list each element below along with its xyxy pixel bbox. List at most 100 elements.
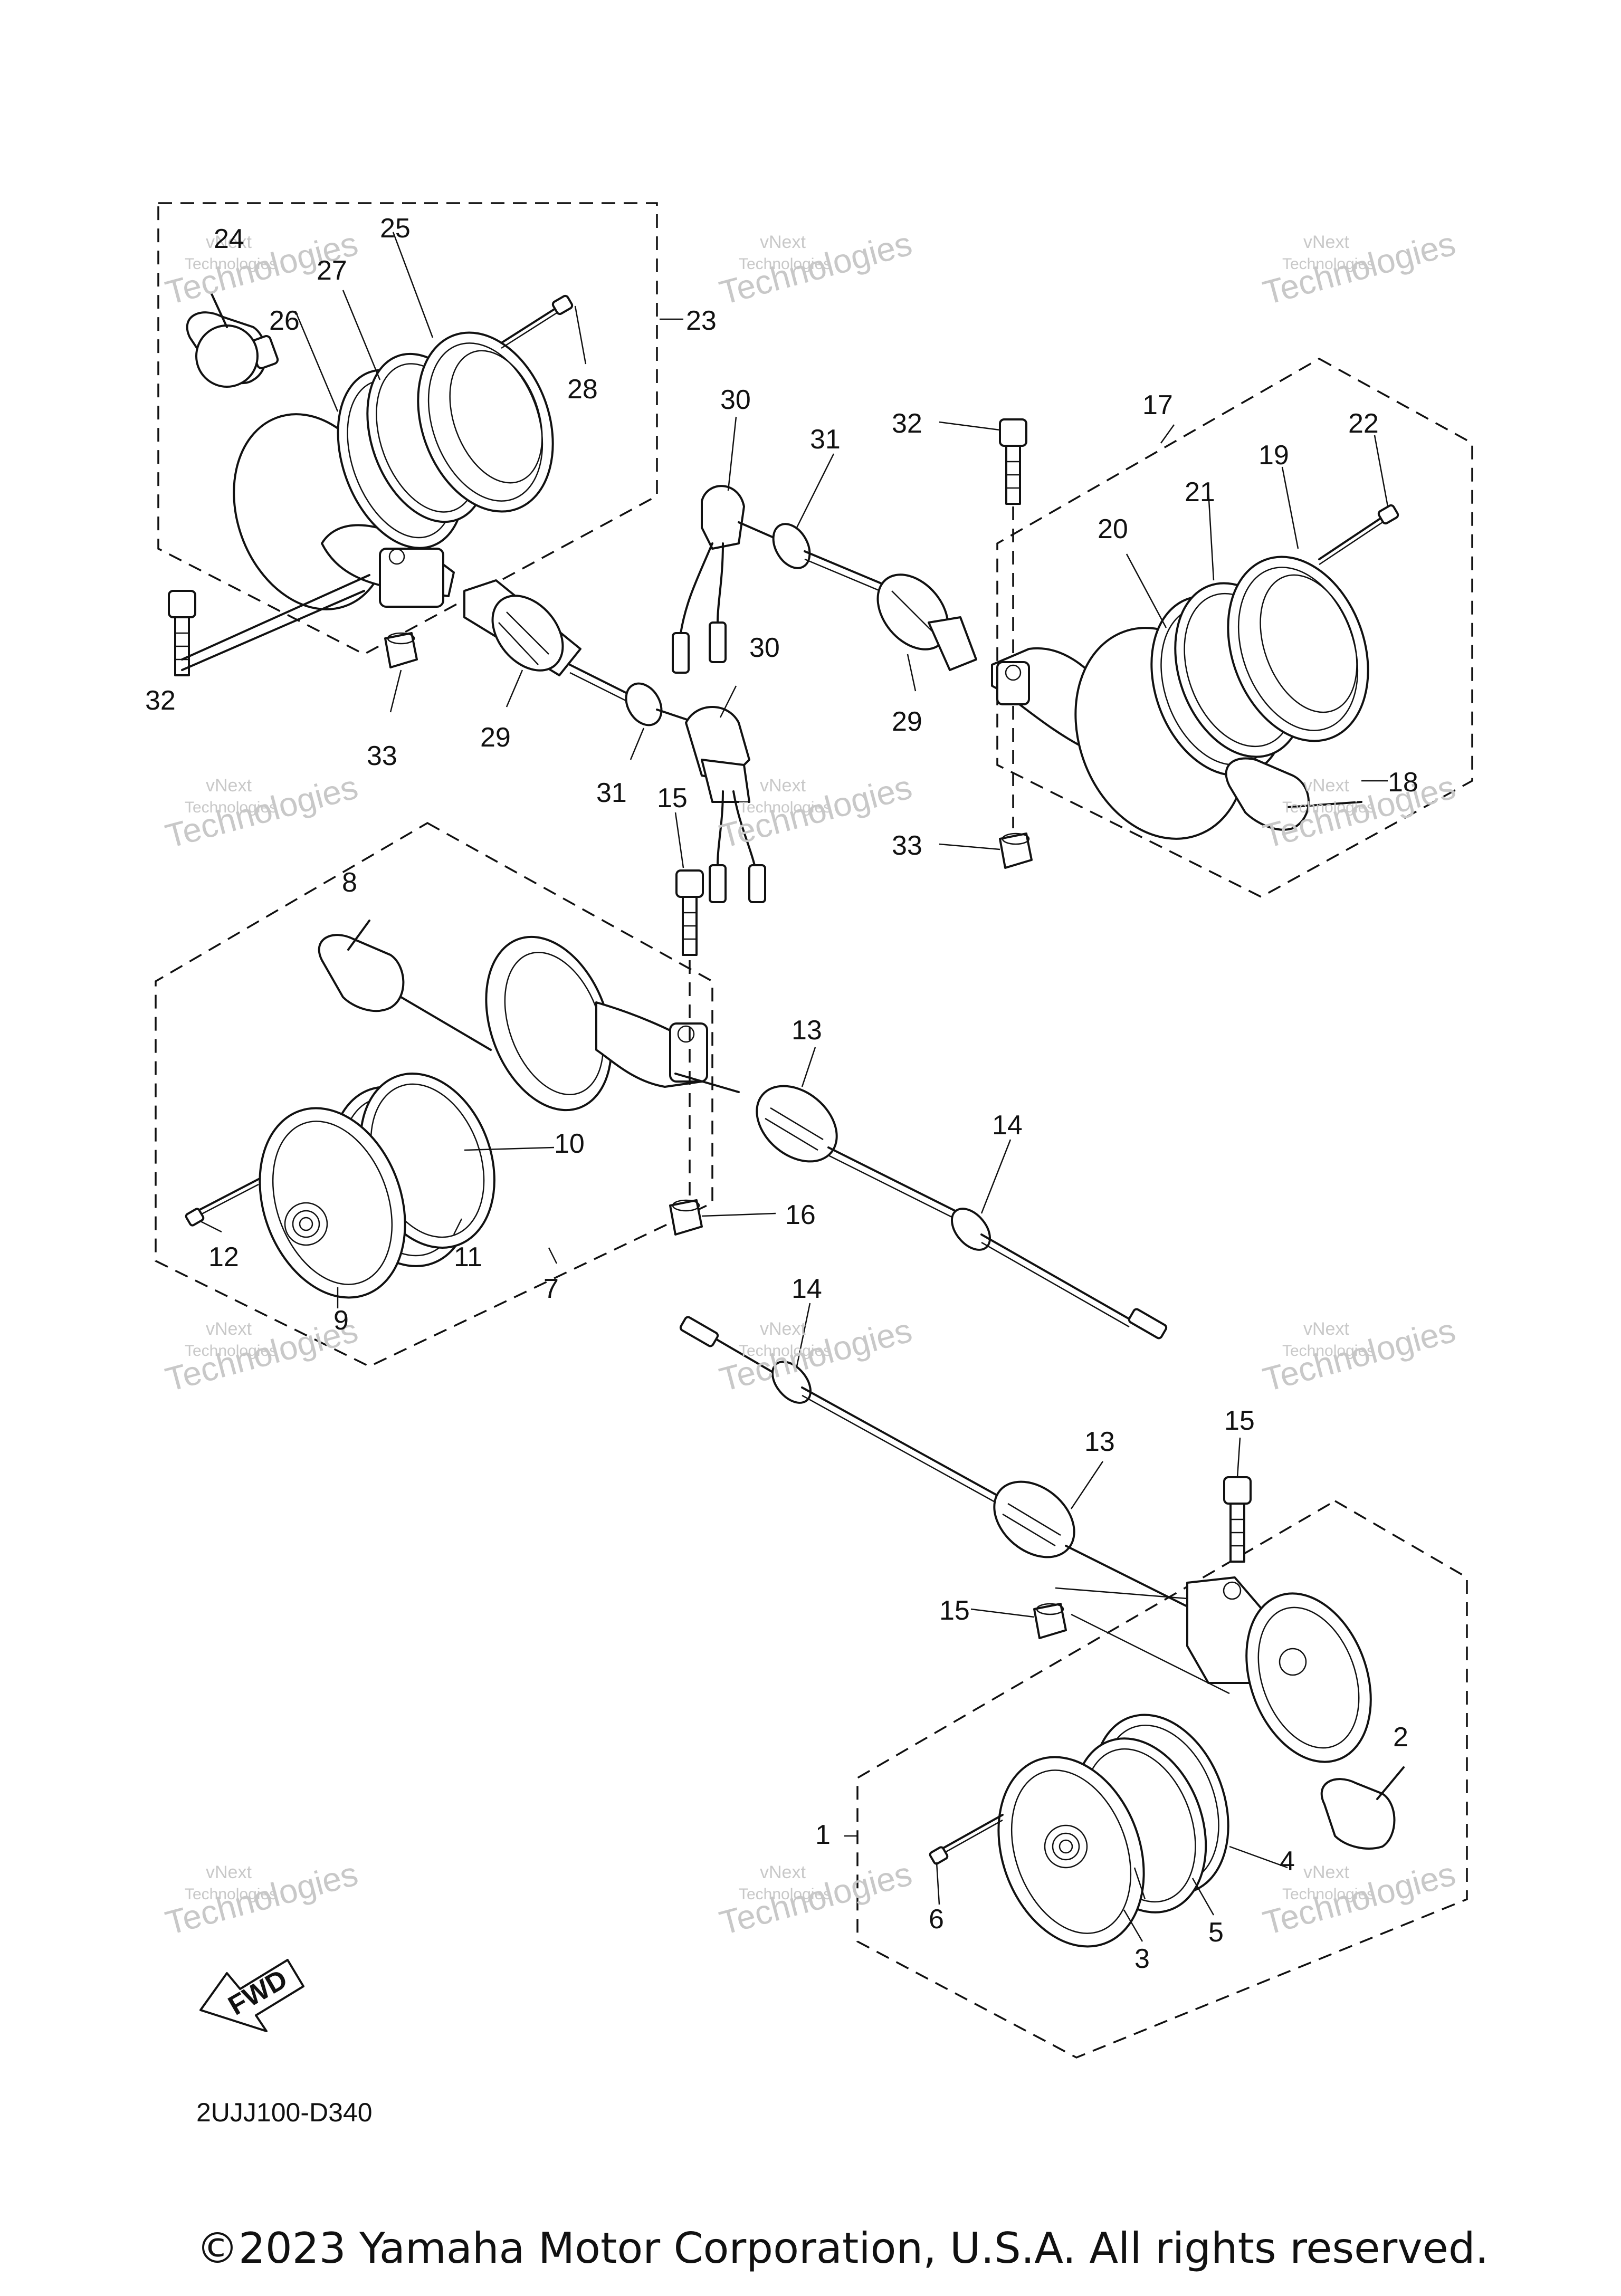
callout: 20 — [1098, 514, 1128, 544]
svg-text:Technologies: Technologies — [185, 799, 277, 816]
bulb-18 — [1286, 801, 1362, 808]
callouts: 1 2 3 4 5 6 7 8 9 10 11 12 13 13 14 14 1… — [145, 213, 1418, 1974]
bulb-2 — [1376, 1766, 1405, 1800]
svg-text:Technologies: Technologies — [185, 1886, 277, 1903]
socket-29-right — [876, 573, 977, 671]
callout: 30 — [720, 385, 751, 415]
cord-14-middle — [950, 1208, 1168, 1340]
svg-text:vNext: vNext — [206, 1319, 252, 1339]
callout: 11 — [454, 1242, 482, 1273]
svg-text:Technologies: Technologies — [1282, 255, 1375, 273]
svg-text:vNext: vNext — [1303, 1319, 1349, 1339]
svg-text:Technologies: Technologies — [1259, 1311, 1459, 1399]
svg-text:vNext: vNext — [1303, 232, 1349, 252]
fwd-arrow-icon: FWD — [199, 1959, 304, 2032]
svg-text:Technologies: Technologies — [739, 1886, 831, 1903]
assembly-outline-1 — [856, 1499, 1468, 2059]
callout: 15 — [1224, 1405, 1255, 1436]
leader-lines — [200, 232, 1389, 1942]
callout: 14 — [792, 1274, 822, 1304]
bolt-32-left — [168, 590, 196, 676]
callout: 9 — [333, 1305, 349, 1336]
svg-text:Technologies: Technologies — [716, 224, 916, 312]
connector-30-top — [672, 485, 782, 674]
svg-text:vNext: vNext — [206, 1862, 252, 1882]
bolt-32-right — [999, 418, 1027, 828]
callout: 18 — [1388, 767, 1418, 798]
callout: 21 — [1185, 477, 1215, 508]
callout: 10 — [554, 1128, 585, 1159]
svg-text:vNext: vNext — [1303, 776, 1349, 796]
svg-text:Technologies: Technologies — [1282, 1342, 1375, 1360]
lamp-assembly-17 — [991, 504, 1399, 840]
callout: 13 — [792, 1015, 822, 1046]
svg-text:Technologies: Technologies — [1259, 224, 1459, 312]
nut-16-lower — [1033, 1587, 1230, 1695]
grommet-31-left — [625, 682, 698, 726]
lamp-assembly-1 — [929, 1576, 1396, 1948]
callout: 27 — [317, 255, 347, 286]
callout: 7 — [543, 1274, 559, 1304]
callout: 30 — [749, 633, 780, 663]
nut-16-middle — [669, 1199, 703, 1236]
svg-text:vNext: vNext — [760, 1862, 806, 1882]
callout: 14 — [992, 1110, 1023, 1141]
svg-text:Technologies: Technologies — [185, 255, 277, 273]
callout: 16 — [785, 1200, 816, 1230]
callout: 29 — [480, 722, 511, 753]
bulb-8 — [347, 920, 370, 951]
callout: 32 — [145, 685, 176, 716]
cord-14-lower — [679, 1316, 1004, 1507]
svg-text:vNext: vNext — [206, 232, 252, 252]
svg-text:Technologies: Technologies — [1282, 1886, 1375, 1903]
svg-text:Technologies: Technologies — [161, 1311, 361, 1399]
callout: 25 — [380, 213, 411, 244]
svg-text:Technologies: Technologies — [739, 255, 831, 273]
connector-30-left — [685, 706, 766, 903]
callout: 5 — [1208, 1917, 1224, 1948]
lamp-assembly-7 — [185, 934, 708, 1299]
svg-text:vNext: vNext — [760, 232, 806, 252]
svg-text:Technologies: Technologies — [161, 1854, 361, 1942]
svg-text:Technologies: Technologies — [739, 1342, 831, 1360]
assembly-outline-7 — [155, 821, 713, 1367]
callout: 4 — [1280, 1846, 1295, 1877]
svg-text:Technologies: Technologies — [716, 1311, 916, 1399]
callout: 31 — [596, 778, 627, 808]
callout: 2 — [1393, 1722, 1408, 1753]
assembly-outline-23 — [157, 202, 658, 655]
svg-text:Technologies: Technologies — [739, 799, 831, 816]
svg-text:Technologies: Technologies — [716, 1854, 916, 1942]
callout: 12 — [208, 1242, 239, 1273]
callout: 24 — [214, 224, 244, 254]
bolt-15-lower — [1223, 1476, 1252, 1563]
callout: 33 — [367, 741, 397, 771]
bolt-15-middle — [675, 869, 704, 1198]
callout: 8 — [342, 867, 357, 898]
socket-13-lower — [993, 1480, 1194, 1610]
callout: 29 — [892, 706, 922, 737]
socket-29-left — [463, 579, 634, 705]
callout: 3 — [1134, 1944, 1150, 1974]
assembly-outline-17 — [996, 357, 1473, 898]
callout: 32 — [892, 408, 922, 439]
callout: 23 — [686, 305, 717, 336]
diagram-code: 2UJJ100-D340 — [196, 2098, 373, 2127]
callout: 15 — [657, 783, 688, 814]
svg-text:vNext: vNext — [760, 776, 806, 796]
svg-text:vNext: vNext — [760, 1319, 806, 1339]
nut-33-left — [384, 632, 418, 668]
svg-text:Technologies: Technologies — [1282, 799, 1375, 816]
callout: 13 — [1084, 1427, 1115, 1457]
bulb-24 — [195, 292, 259, 388]
callout: 26 — [269, 305, 300, 336]
callout: 17 — [1142, 390, 1173, 420]
